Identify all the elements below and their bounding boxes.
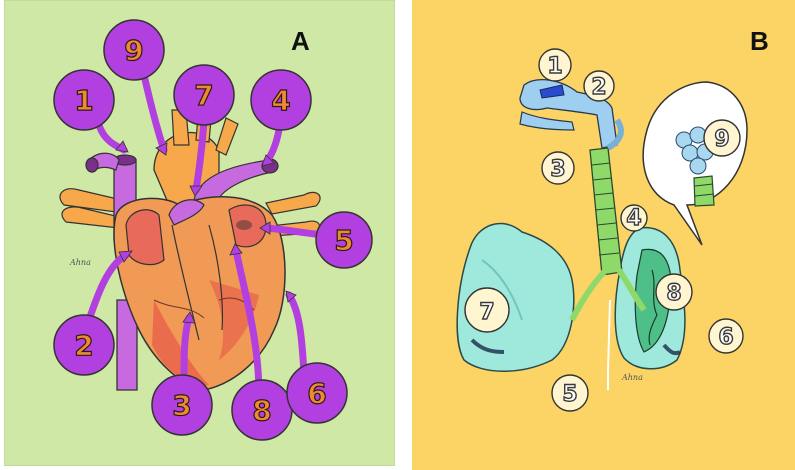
label-bubble-8: 8 [232,380,292,440]
label-2: 2 [74,329,93,362]
label-bubble-b-5: 5 [552,375,588,411]
label-bubble-b-9: 9 [704,120,740,156]
label-bubble-6: 6 [287,363,347,423]
label-bubble-9: 9 [104,20,164,80]
lungs-diagram: 1 2 3 4 5 6 7 8 9 Ahna B [412,0,795,470]
heart-diagram: 1 9 7 4 5 2 3 8 6 Ahna A [4,0,395,466]
panel-a-letter: A [291,26,310,56]
label-5: 5 [334,224,353,257]
label-b-4: 4 [626,206,641,231]
label-bubble-b-6: 6 [709,319,743,353]
label-bubble-5: 5 [316,212,372,268]
label-9: 9 [124,34,143,67]
label-b-8: 8 [666,281,681,306]
label-bubble-b-8: 8 [656,274,692,310]
label-bubble-b-3: 3 [542,152,574,184]
label-3: 3 [172,389,191,422]
panel-a-heart: 1 9 7 4 5 2 3 8 6 Ahna A [4,0,395,466]
label-bubble-b-4: 4 [621,205,647,231]
label-7: 7 [194,79,213,112]
label-8: 8 [252,394,271,427]
label-b-2: 2 [591,75,606,100]
label-b-6: 6 [718,325,733,350]
label-bubble-3: 3 [152,375,212,435]
label-b-1: 1 [547,54,562,79]
panel-a-signature: Ahna [69,258,91,267]
label-bubble-2: 2 [54,315,114,375]
panel-b-signature: Ahna [621,373,643,382]
label-4: 4 [271,84,290,117]
label-bubble-b-2: 2 [584,71,614,101]
label-bubble-7: 7 [174,65,234,125]
panel-b-lungs: 1 2 3 4 5 6 7 8 9 Ahna B [412,0,795,470]
label-bubble-b-7: 7 [465,288,509,332]
label-bubble-1: 1 [54,70,114,130]
label-b-5: 5 [562,382,577,407]
label-b-9: 9 [714,127,729,152]
panel-b-letter: B [750,26,769,56]
label-6: 6 [307,377,326,410]
label-1: 1 [74,84,93,117]
label-bubble-4: 4 [251,70,311,130]
label-b-3: 3 [550,157,565,182]
label-bubble-b-1: 1 [539,49,571,81]
label-b-7: 7 [479,300,494,325]
